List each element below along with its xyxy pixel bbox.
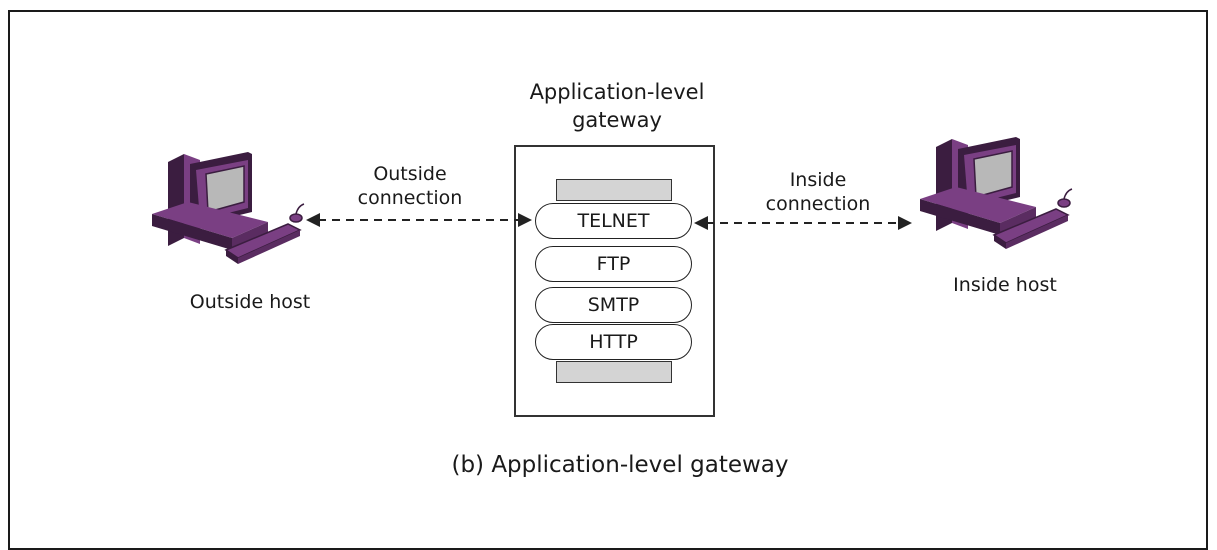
outside-host-computer-icon xyxy=(152,152,305,264)
gateway-title: Application-level gateway xyxy=(529,80,705,132)
outside-connection-arrow xyxy=(306,213,532,227)
diagram-graphics xyxy=(152,137,1073,264)
protocol-http: HTTP xyxy=(535,324,692,360)
protocol-smtp: SMTP xyxy=(535,287,692,323)
inside-host-computer-icon xyxy=(920,137,1073,249)
outside-host-label: Outside host xyxy=(189,291,311,313)
gateway-bottom-bar xyxy=(556,361,672,383)
outside-connection-label: Outside connection xyxy=(357,163,463,209)
inside-host-label: Inside host xyxy=(953,274,1057,296)
diagram-caption: (b) Application-level gateway xyxy=(451,452,789,478)
protocol-ftp: FTP xyxy=(535,246,692,282)
inside-connection-label: Inside connection xyxy=(765,169,871,215)
inside-connection-arrow xyxy=(694,216,912,230)
gateway-top-bar xyxy=(556,179,672,201)
protocol-telnet: TELNET xyxy=(535,203,692,239)
